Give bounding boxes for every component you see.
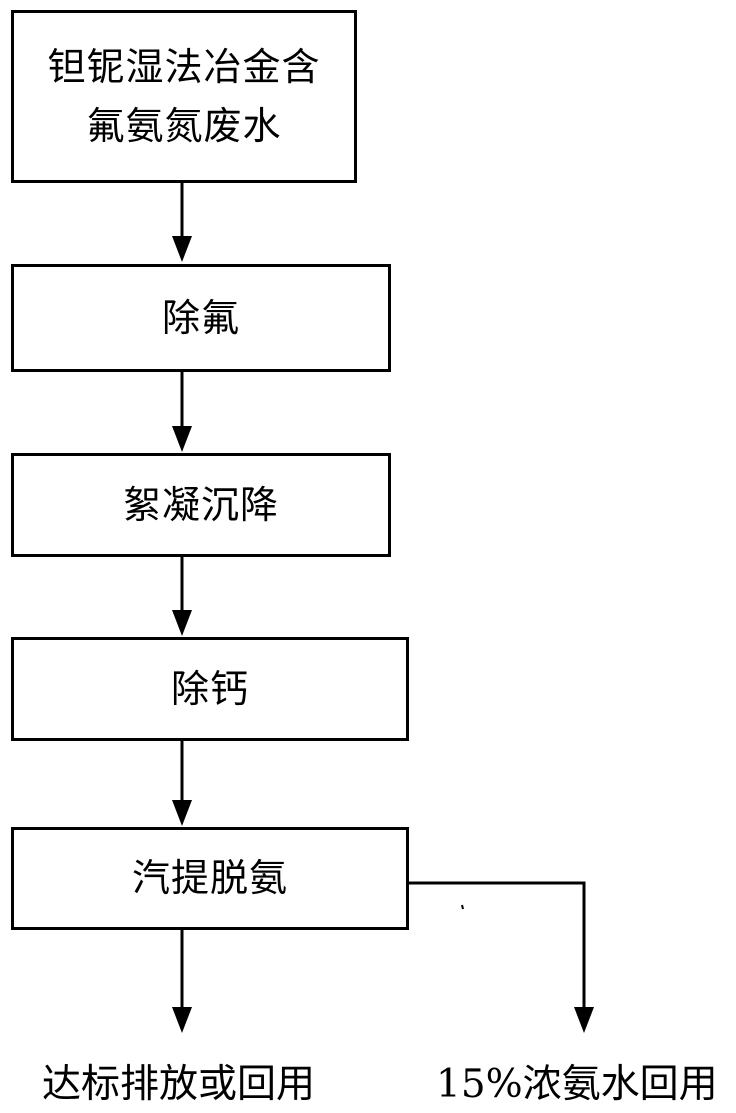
step-box-wastewater: 钽铌湿法冶金含 氟氨氮废水 xyxy=(11,10,357,183)
arrow-step2-to-step3 xyxy=(172,372,192,452)
arrow-step1-to-step2 xyxy=(172,183,192,262)
stray-mark xyxy=(461,904,464,910)
step-box-calcium-removal: 除钙 xyxy=(11,637,409,741)
step-box-flocculation: 絮凝沉降 xyxy=(11,453,391,557)
step-label: 汽提脱氨 xyxy=(131,856,288,901)
output-ammonia-label: 15%浓氨水回用 xyxy=(436,1062,718,1107)
step-label: 絮凝沉降 xyxy=(122,482,279,527)
step-label: 除氟 xyxy=(161,295,240,340)
step-label-line2: 氟氨氮废水 xyxy=(86,103,282,148)
arrow-step4-to-step5 xyxy=(172,741,192,826)
arrow-to-discharge xyxy=(172,930,192,1033)
step-label: 除钙 xyxy=(170,666,249,711)
step-label-line1: 钽铌湿法冶金含 xyxy=(47,44,321,89)
arrow-step3-to-step4 xyxy=(172,557,192,636)
step-box-ammonia-stripping: 汽提脱氨 xyxy=(11,827,409,930)
output-discharge-label: 达标排放或回用 xyxy=(42,1062,316,1107)
step-box-fluoride-removal: 除氟 xyxy=(11,264,391,372)
arrow-to-ammonia-recovery xyxy=(408,881,594,1033)
